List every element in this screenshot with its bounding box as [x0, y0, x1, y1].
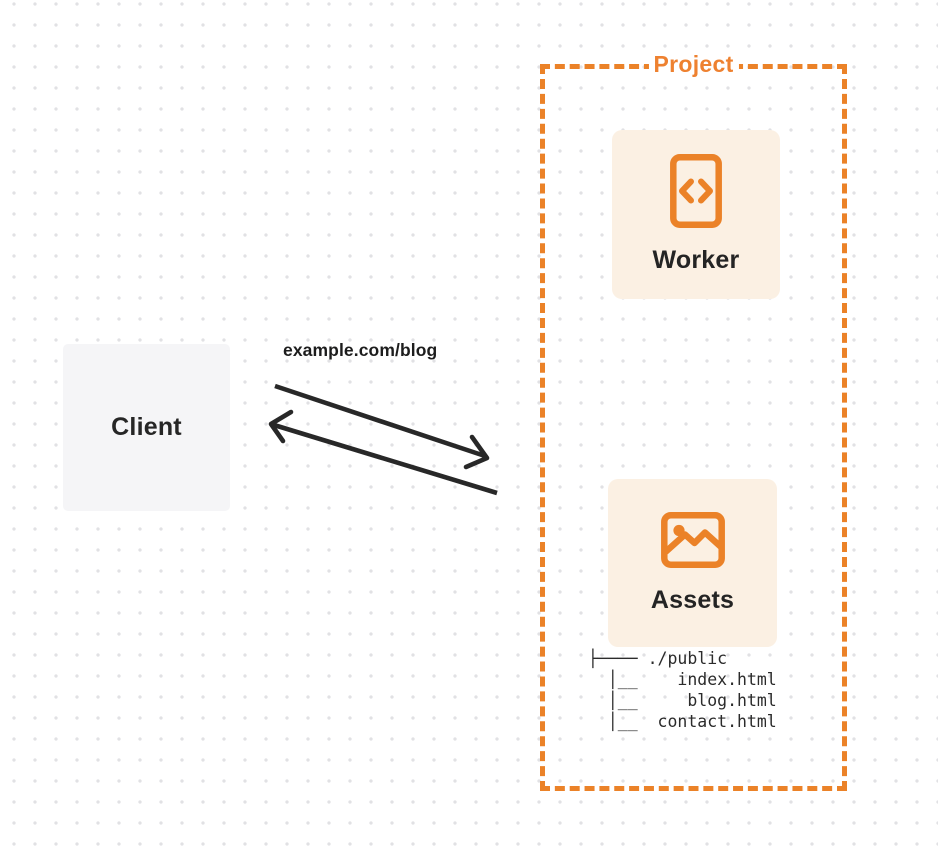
project-label: Project	[648, 50, 739, 78]
worker-label: Worker	[652, 246, 740, 274]
assets-label: Assets	[650, 585, 735, 614]
request-url-label: example.com/blog	[283, 340, 438, 360]
file-tree-item: │__ index.html	[588, 670, 777, 689]
worker-card: Worker	[612, 130, 780, 299]
file-tree: ├──── ./public │__ index.html │__ blog.h…	[588, 648, 777, 732]
file-tree-item: │__ contact.html	[588, 712, 777, 731]
response-arrow	[268, 409, 498, 496]
code-brackets-icon	[670, 154, 722, 228]
request-arrow	[274, 383, 490, 470]
assets-card: Assets	[608, 479, 777, 647]
image-icon	[660, 511, 725, 568]
file-tree-item: │__ blog.html	[588, 691, 777, 710]
client-label: Client	[111, 413, 182, 441]
client-box: Client	[63, 344, 230, 511]
project-container: Project Worker Assets ├──── ./public │__…	[540, 50, 847, 791]
file-tree-root: ├──── ./public	[588, 649, 728, 668]
